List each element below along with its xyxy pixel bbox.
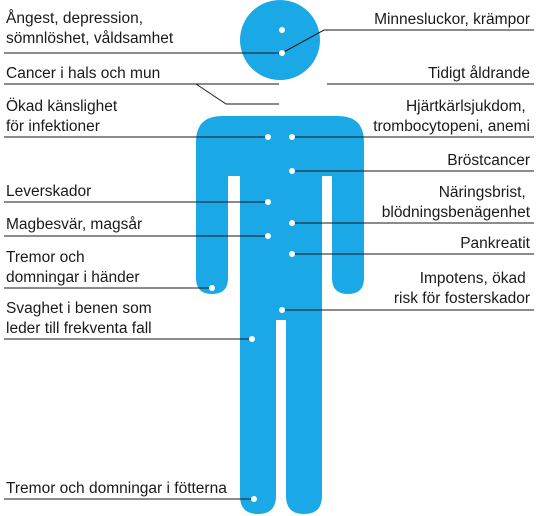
marker-dot-neck	[279, 101, 285, 107]
label-impotence-line-2: risk för fosterskador	[394, 290, 530, 307]
label-aging-line-1: Tidigt åldrande	[428, 65, 530, 82]
marker-dot-nutrition	[289, 220, 295, 226]
label-infection-line-2: för infektioner	[6, 118, 100, 135]
label-pancreatitis-line-1: Pankreatit	[460, 235, 530, 252]
marker-dot-heart	[289, 134, 295, 140]
label-stomach: Magbesvär, magsår	[6, 216, 142, 233]
marker-dot-aging	[321, 81, 327, 87]
label-memory: Minnesluckor, krämpor	[374, 11, 530, 28]
label-foot-tremor: Tremor och domningar i fötterna	[6, 480, 227, 497]
label-infection: Ökad känslighet för infektioner	[6, 97, 121, 135]
label-leg-weakness-line-2: leder till frekventa fall	[6, 320, 152, 337]
marker-dot-hand	[209, 285, 215, 291]
label-leg-weakness-line-1: Svaghet i benen som	[6, 300, 152, 317]
human-figure	[196, 0, 364, 514]
figure-body	[196, 116, 364, 514]
label-nutrition-line-1: Näringsbrist,	[439, 184, 526, 201]
marker-dot-stomach	[265, 233, 271, 239]
marker-dot-foot	[251, 496, 257, 502]
marker-dot-pancreas	[289, 251, 295, 257]
label-liver-line-1: Leverskador	[6, 183, 91, 200]
leader-left-4	[196, 84, 282, 104]
label-breast-cancer-line-1: Bröstcancer	[447, 152, 530, 169]
label-cardiovascular-line-1: Hjärtkärlsjukdom,	[406, 98, 526, 115]
label-nutrition-line-2: blödningsbenägenhet	[382, 204, 531, 221]
label-hand-tremor-line-2: domningar i händer	[6, 269, 140, 286]
marker-dot-mouth	[279, 81, 285, 87]
label-nutrition: Näringsbrist, blödningsbenägenhet	[382, 184, 531, 221]
label-aging: Tidigt åldrande	[428, 65, 530, 82]
marker-dot-leg	[249, 336, 255, 342]
label-infection-line-1: Ökad känslighet	[6, 97, 118, 115]
label-impotence: Impotens, ökad risk för fosterskador	[394, 270, 530, 307]
marker-dot-immune	[265, 134, 271, 140]
marker-dot-pelvis	[279, 307, 285, 313]
label-pancreatitis: Pankreatit	[460, 235, 530, 252]
marker-dot-breast	[289, 168, 295, 174]
marker-dot-head-upper	[279, 27, 285, 33]
label-cardiovascular: Hjärtkärlsjukdom, trombocytopeni, anemi	[373, 98, 530, 135]
label-cardiovascular-line-2: trombocytopeni, anemi	[373, 118, 530, 135]
label-anxiety: Ångest, depression, sömnlöshet, våldsamh…	[6, 10, 174, 47]
label-breast-cancer: Bröstcancer	[447, 152, 530, 169]
label-throat-cancer: Cancer i hals och mun	[6, 65, 160, 82]
label-leg-weakness: Svaghet i benen som leder till frekventa…	[6, 300, 156, 337]
marker-dot-head-mid	[279, 50, 285, 56]
label-anxiety-line-2: sömnlöshet, våldsamhet	[6, 30, 174, 47]
label-impotence-line-1: Impotens, ökad	[420, 270, 526, 287]
label-memory-line-1: Minnesluckor, krämpor	[374, 11, 530, 28]
label-foot-tremor-line-1: Tremor och domningar i fötterna	[6, 480, 227, 497]
label-hand-tremor-line-1: Tremor och	[6, 249, 85, 266]
label-anxiety-line-1: Ångest, depression,	[6, 10, 143, 27]
label-stomach-line-1: Magbesvär, magsår	[6, 216, 142, 233]
figure-head	[240, 0, 320, 80]
marker-dot-liver	[265, 199, 271, 205]
label-hand-tremor: Tremor och domningar i händer	[6, 249, 140, 286]
label-throat-cancer-line-1: Cancer i hals och mun	[6, 65, 160, 82]
label-liver: Leverskador	[6, 183, 91, 200]
